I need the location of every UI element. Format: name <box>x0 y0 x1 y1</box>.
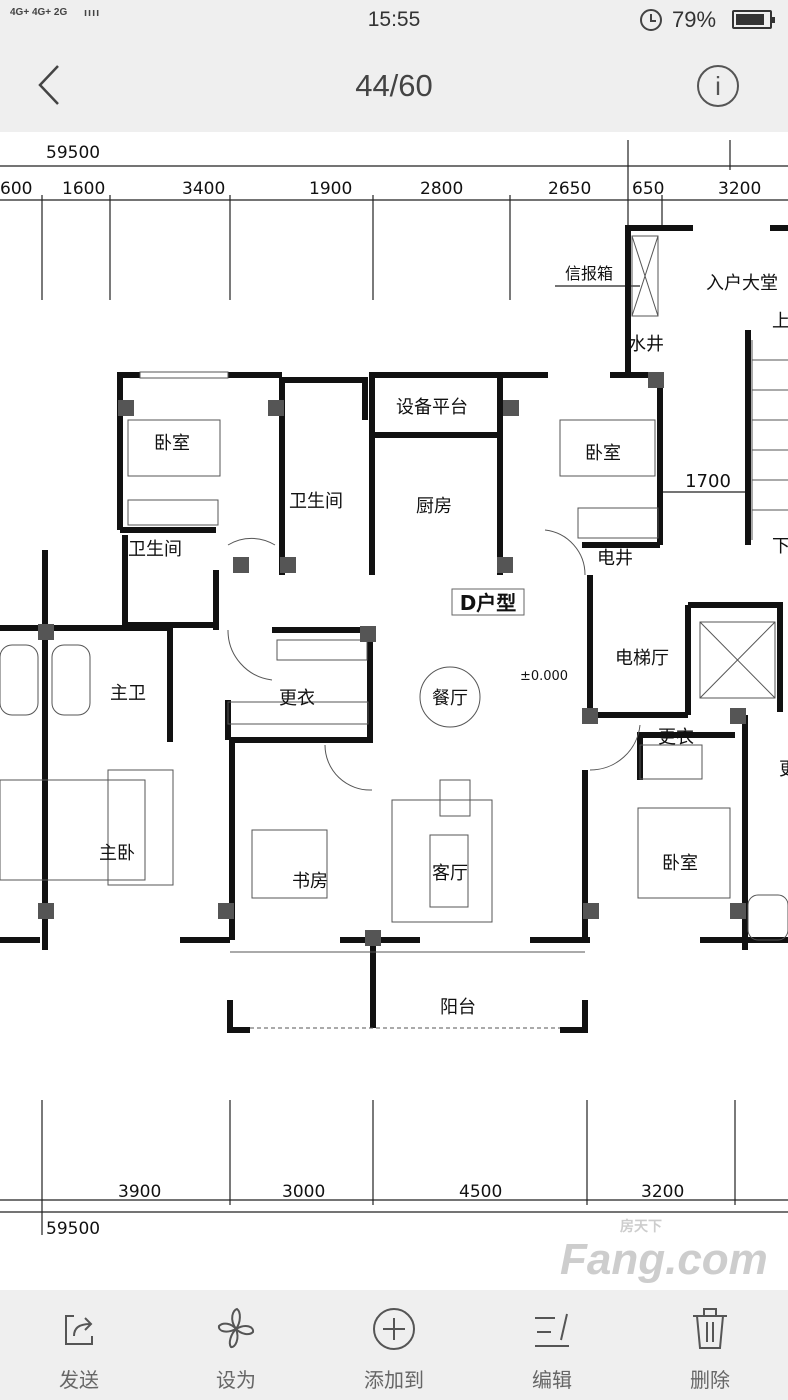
page-counter: 44/60 <box>355 68 433 103</box>
info-button[interactable]: i <box>697 65 739 107</box>
walls <box>0 225 788 1033</box>
add-circle-icon <box>373 1308 415 1350</box>
dimension-labels: 59500 600 1600 3400 1900 2800 2650 650 3… <box>0 143 761 1239</box>
room-labels: 卧室 卫生间 设备平台 厨房 卧室 信报箱 入户大堂 水井 1700 卫生间 电… <box>99 264 788 1018</box>
room-label: 餐厅 <box>432 688 468 709</box>
room-label: 卧室 <box>154 433 190 454</box>
battery-icon <box>732 10 775 29</box>
room-label: 信报箱 <box>565 264 613 283</box>
room-label: 主卧 <box>99 843 135 864</box>
room-label: 更 <box>779 759 788 780</box>
dim: 3200 <box>718 179 761 199</box>
chevron-left-icon <box>38 65 59 105</box>
stairs <box>752 359 788 511</box>
back-button[interactable] <box>30 60 70 110</box>
floor-plan-image[interactable]: 59500 600 1600 3400 1900 2800 2650 650 3… <box>0 132 788 1290</box>
header: 44/60 i <box>0 40 788 132</box>
floor-plan-drawing: 59500 600 1600 3400 1900 2800 2650 650 3… <box>0 140 788 1239</box>
edit-button[interactable]: 编辑 <box>497 1304 607 1393</box>
room-label: 卫生间 <box>128 539 182 560</box>
room-label: 厨房 <box>416 496 452 517</box>
room-label: 客厅 <box>432 863 468 884</box>
room-label: 更衣 <box>279 688 315 709</box>
alarm-icon <box>640 9 662 31</box>
dim: 1900 <box>309 179 352 199</box>
room-label: 更衣 <box>658 727 694 748</box>
edit-label: 编辑 <box>532 1370 572 1392</box>
room-label: 卫生间 <box>289 491 343 512</box>
clock: 15:55 <box>367 8 421 31</box>
room-label: 主卫 <box>110 683 146 704</box>
room-label: 下 <box>772 536 788 557</box>
send-label: 发送 <box>59 1370 99 1392</box>
dim: 3400 <box>182 179 225 199</box>
info-icon: i <box>715 71 721 101</box>
dim: 600 <box>0 179 32 199</box>
room-label: 电梯厅 <box>615 648 669 669</box>
dim: 4500 <box>459 1182 502 1202</box>
flower-icon <box>217 1307 255 1349</box>
level-label: ±0.000 <box>520 669 568 684</box>
delete-label: 删除 <box>690 1370 730 1392</box>
dim: 2650 <box>548 179 591 199</box>
room-label: 入户大堂 <box>706 273 778 294</box>
dim: 3900 <box>118 1182 161 1202</box>
room-label: 电井 <box>597 548 633 569</box>
add-to-label: 添加到 <box>364 1370 424 1392</box>
set-as-button[interactable]: 设为 <box>181 1304 291 1393</box>
edit-icon <box>535 1313 569 1347</box>
room-label: 书房 <box>292 871 328 892</box>
fixtures <box>0 235 788 1029</box>
room-label: 1700 <box>685 471 731 492</box>
bottom-toolbar: 发送 设为 添加到 编辑 删除 <box>0 1290 788 1400</box>
room-label: 水井 <box>628 334 664 355</box>
dim: 1600 <box>62 179 105 199</box>
top-total-dim: 59500 <box>46 143 100 163</box>
room-label: 阳台 <box>440 997 476 1018</box>
room-label: 卧室 <box>585 443 621 464</box>
share-icon <box>65 1315 93 1345</box>
dim: 3200 <box>641 1182 684 1202</box>
room-label: 卧室 <box>662 853 698 874</box>
unit-type-label: D户型 <box>460 591 517 615</box>
battery-percent: 79% <box>672 7 717 32</box>
room-label: 上 <box>772 311 788 332</box>
bottom-total-dim: 59500 <box>46 1219 100 1239</box>
send-button[interactable]: 发送 <box>24 1304 134 1393</box>
set-as-label: 设为 <box>216 1370 256 1392</box>
dim: 3000 <box>282 1182 325 1202</box>
room-label: 设备平台 <box>396 397 468 418</box>
dim: 2800 <box>420 179 463 199</box>
columns <box>38 372 746 946</box>
trash-icon <box>693 1308 727 1349</box>
delete-button[interactable]: 删除 <box>655 1304 765 1393</box>
add-to-button[interactable]: 添加到 <box>339 1304 449 1393</box>
dim: 650 <box>632 179 664 199</box>
